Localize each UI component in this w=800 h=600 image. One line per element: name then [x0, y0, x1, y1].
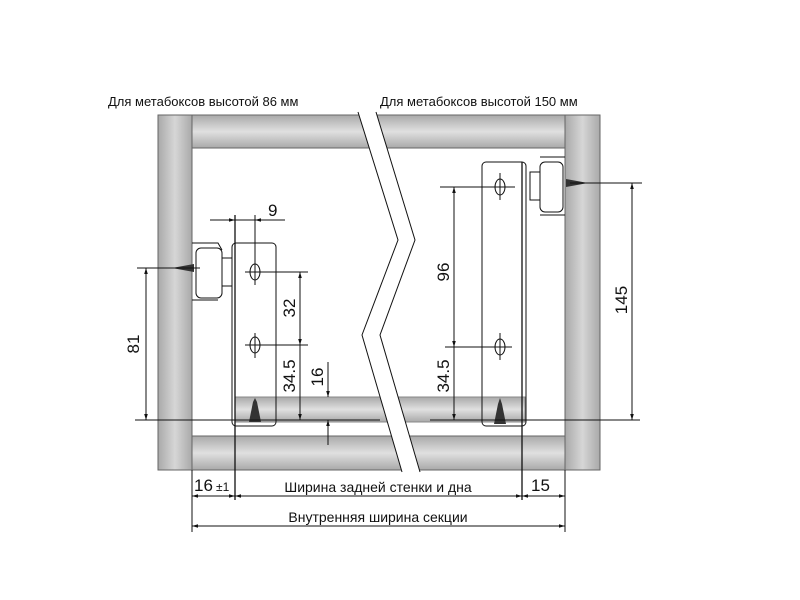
break-line	[357, 111, 403, 473]
break-line	[375, 111, 421, 473]
dim-32: 32	[280, 299, 299, 318]
dim-15: 15	[531, 476, 550, 495]
inner-width-label: Внутренняя ширина секции	[288, 509, 467, 525]
back-width-label: Ширина задней стенки и дна	[284, 479, 471, 495]
dim-34-5-left: 34.5	[280, 359, 299, 392]
dim-9: 9	[268, 201, 277, 220]
dimension-lines-bottom	[191, 470, 566, 532]
roller-icon	[195, 247, 223, 299]
caption-left: Для метабоксов высотой 86 мм	[108, 94, 298, 109]
right-side-panel	[564, 114, 601, 471]
dimension-lines-left	[135, 218, 380, 445]
dimension-lines-right	[430, 182, 642, 421]
dim-16-gap: 16	[194, 476, 213, 495]
left-side-panel	[157, 114, 193, 471]
dim-16-tolerance: ±1	[216, 480, 230, 494]
right-back-bracket	[481, 156, 588, 500]
screw-icon	[494, 398, 506, 424]
break-gap	[358, 112, 420, 472]
bottom-panel	[191, 435, 566, 471]
dim-96: 96	[434, 263, 453, 282]
screw-icon	[249, 398, 261, 422]
dim-34-5-right: 34.5	[434, 359, 453, 392]
dim-16-bottom: 16	[308, 368, 327, 387]
roller-icon	[539, 161, 564, 213]
caption-right: Для метабоксов высотой 150 мм	[380, 94, 578, 109]
dim-145: 145	[612, 286, 631, 314]
drawer-bottom	[234, 396, 526, 423]
dim-81: 81	[124, 335, 143, 354]
